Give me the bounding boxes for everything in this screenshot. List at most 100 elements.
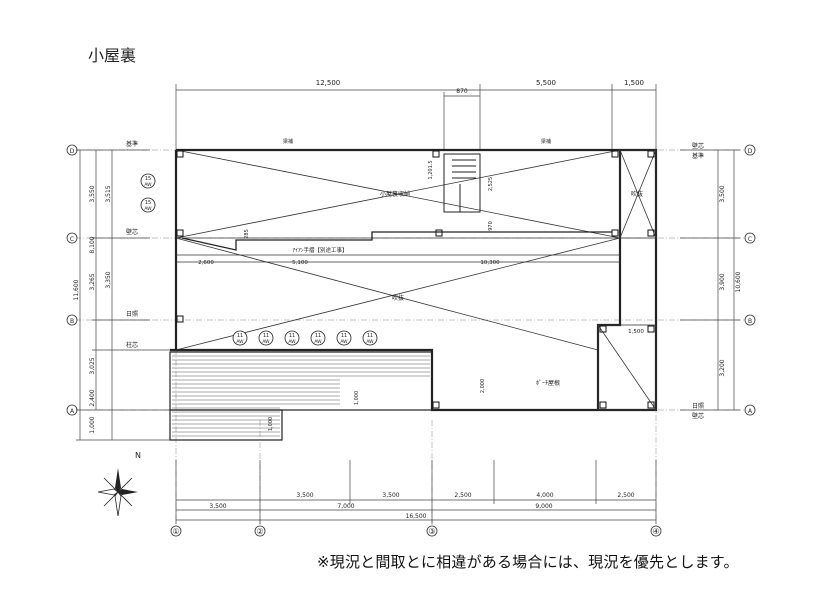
room-storage-label: 小屋裏収納 xyxy=(380,190,410,198)
room-void-large-label: 吹抜 xyxy=(392,294,404,302)
beam-label-2: 梁補 xyxy=(541,138,551,145)
grid-row-a-left: A xyxy=(70,408,75,415)
dim-top-small: 870 xyxy=(456,88,468,95)
inner-dim-h3: 10,300 xyxy=(480,260,500,266)
aw-num-7: 11 xyxy=(341,333,347,339)
aw-num-1: 15 xyxy=(145,176,151,182)
dim-right-c: 3,200 xyxy=(719,359,726,376)
level-right-4: 壁芯 xyxy=(692,412,704,420)
dim-bottom-r1-1: 3,500 xyxy=(296,492,313,499)
dim-bottom-r1-5: 2,500 xyxy=(617,492,634,499)
level-left-4: 柱芯 xyxy=(126,341,138,349)
grid-col-1: ① xyxy=(172,527,179,536)
dim-left-mid: 8,100 xyxy=(89,236,96,253)
grid-row-bubbles xyxy=(66,144,756,416)
dim-bottom-r2-1: 3,500 xyxy=(209,503,226,510)
aw-label-3: AW xyxy=(236,339,244,345)
dim-left-f: 2,400 xyxy=(89,389,96,406)
level-left-3: 日照 xyxy=(126,311,138,318)
dim-left-e: 3,025 xyxy=(89,357,96,374)
dim-bottom-r2-2: 7,000 xyxy=(337,503,354,510)
aw-markers xyxy=(140,173,378,346)
inner-dim-h1: 2,600 xyxy=(198,260,214,266)
inner-dim-stair-w: 1,201.5 xyxy=(428,160,434,179)
inner-dim-stair-h: 2,525 xyxy=(488,177,494,191)
grid-row-c-right: C xyxy=(748,236,752,243)
dim-bottom-total: 16,500 xyxy=(406,513,427,520)
grid-col-3: ③ xyxy=(428,527,435,536)
grid-col-4: ④ xyxy=(652,527,659,536)
level-right-3: 日照 xyxy=(692,403,704,410)
handrail-line xyxy=(181,231,612,251)
bottom-dimension-chain xyxy=(175,460,657,524)
grid-row-c-left: C xyxy=(70,236,74,243)
grid-row-d-right: D xyxy=(748,148,753,155)
aw-label-4: AW xyxy=(262,339,270,345)
inner-dim-v2: 285 xyxy=(244,229,250,239)
dim-right-a: 3,500 xyxy=(719,185,726,202)
disclaimer-note: ※現況と間取とに相違がある場合には、現況を優先とします。 xyxy=(317,553,739,571)
aw-label-2: AW xyxy=(144,206,152,212)
porch-roof-hatch xyxy=(172,355,430,437)
dim-bottom-r2-3: 9,000 xyxy=(535,503,552,510)
inner-dim-h2: 5,100 xyxy=(292,260,308,266)
north-label: N xyxy=(135,451,141,460)
grid-row-b-left: B xyxy=(70,318,74,325)
aw-label-1: AW xyxy=(144,182,152,188)
grid-col-2: ② xyxy=(256,527,263,536)
level-right-1: 壁芯 xyxy=(692,142,704,150)
dim-bottom-r1-3: 2,500 xyxy=(454,492,471,499)
left-dimension-chain xyxy=(76,149,170,441)
interior-lines xyxy=(175,149,657,411)
dim-top-total-right: 1,500 xyxy=(624,79,644,87)
aw-num-5: 11 xyxy=(289,333,295,339)
aw-num-4: 11 xyxy=(263,333,269,339)
grid-row-a-right: A xyxy=(748,408,753,415)
dim-top-total-mid: 5,500 xyxy=(536,79,556,87)
grid-col-lines xyxy=(175,140,657,530)
handrail-label: ｱｲｱﾝ手摺【別途工事】 xyxy=(292,246,347,254)
dim-top-total-left: 12,500 xyxy=(316,79,341,87)
dim-left-b: 3,515 xyxy=(105,185,112,202)
dim-left-g: 1,000 xyxy=(89,416,96,433)
inner-dim-v3: 2,000 xyxy=(480,379,486,393)
dim-bottom-r1-2: 3,500 xyxy=(382,492,399,499)
grid-col-bubbles xyxy=(170,525,662,537)
level-right-2: 基準 xyxy=(692,152,704,160)
inner-dim-v5: 1,000 xyxy=(268,417,274,431)
grid-row-d-left: D xyxy=(70,148,75,155)
aw-num-2: 15 xyxy=(145,200,151,206)
dim-left-a: 3,550 xyxy=(89,185,96,202)
room-void-small-label: 吹抜 xyxy=(631,190,643,198)
aw-num-6: 11 xyxy=(315,333,321,339)
dim-left-d: 3,350 xyxy=(105,271,112,288)
right-dimension-chain xyxy=(680,149,740,411)
dim-right-outer: 10,600 xyxy=(735,271,742,292)
beam-label-1: 梁補 xyxy=(283,138,293,145)
inner-dim-v1: 970 xyxy=(488,221,494,231)
aw-label-7: AW xyxy=(340,339,348,345)
exterior-walls xyxy=(170,148,658,412)
top-dimension-chain xyxy=(175,84,657,150)
porch-roof xyxy=(169,351,433,441)
aw-num-3: 11 xyxy=(237,333,243,339)
north-arrow-icon xyxy=(97,468,138,517)
dim-right-b: 3,900 xyxy=(719,273,726,290)
aw-label-5: AW xyxy=(288,339,296,345)
grid-row-b-right: B xyxy=(748,318,752,325)
column-marks xyxy=(176,150,655,409)
inner-dim-v6: 1,500 xyxy=(628,329,644,335)
stair-opening xyxy=(443,153,481,213)
dim-bottom-r1-4: 4,000 xyxy=(536,492,553,499)
dim-left-outer: 11,600 xyxy=(73,279,80,300)
level-left-2: 壁芯 xyxy=(126,228,138,236)
room-porch-roof-label: ﾎﾟｰﾁ屋根 xyxy=(536,379,560,387)
aw-label-6: AW xyxy=(314,339,322,345)
level-left-1: 基準 xyxy=(126,140,138,148)
drawing-title: 小屋裏 xyxy=(88,46,137,65)
aw-num-8: 11 xyxy=(367,333,373,339)
inner-dim-v4: 1,000 xyxy=(354,391,360,405)
dim-left-c: 3,265 xyxy=(89,273,96,290)
aw-label-8: AW xyxy=(366,339,374,345)
